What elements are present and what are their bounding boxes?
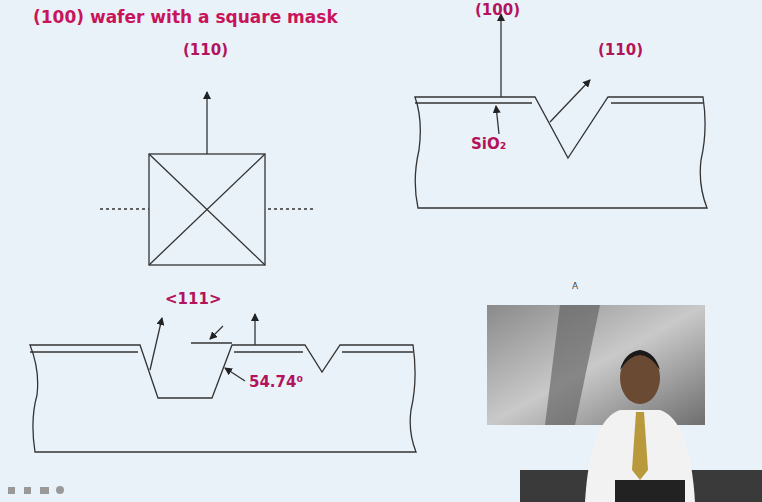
- plane-label: (110): [183, 42, 228, 59]
- oxide-label: SiO₂: [471, 136, 506, 153]
- square-mask: [100, 92, 315, 265]
- pit-section: [30, 314, 416, 452]
- angle-label: 54.74⁰: [249, 374, 303, 391]
- plane-label: (110): [598, 42, 643, 59]
- player-icons: [8, 486, 64, 494]
- video-inset: [487, 305, 762, 502]
- v-groove-section: [415, 14, 707, 208]
- slide-title: (100) wafer with a square mask: [33, 8, 338, 27]
- marker-letter: A: [572, 282, 578, 292]
- direction-label: <111>: [165, 291, 221, 308]
- plane-label: (100): [475, 2, 520, 19]
